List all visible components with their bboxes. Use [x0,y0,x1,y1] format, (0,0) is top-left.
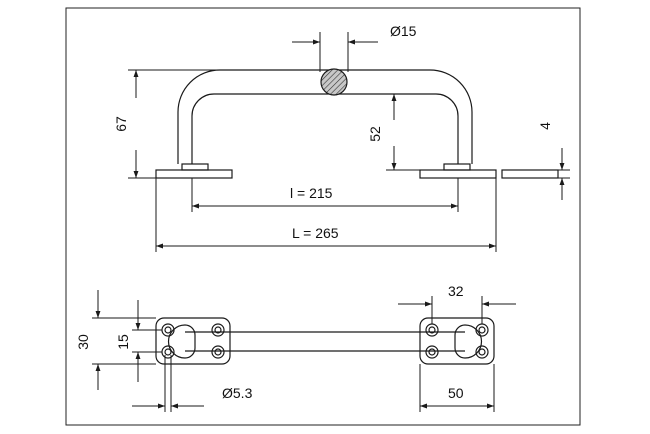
dim-total-height-label: 67 [113,116,129,132]
dim-total-length [155,178,497,252]
dim-plate-width [419,364,495,412]
right-post-base [443,163,471,171]
plate-thickness-detail [501,148,570,200]
right-top-plate [419,317,495,365]
handle-outer-outline [177,69,473,164]
dim-hole-spacing-vertical-label: 15 [115,334,131,350]
dim-hole-diameter-label: Ø5.3 [222,385,253,401]
right-mounting-plate [419,169,497,179]
dim-inner-height-label: 52 [367,126,383,142]
dim-total-height [128,69,220,179]
dim-inner-height [386,93,444,171]
dim-plate-width-label: 50 [448,385,464,401]
dim-total-length-label: L = 265 [292,225,339,241]
dim-inner-length-label: l = 215 [290,185,333,201]
dim-hole-diameter [132,355,204,412]
top-tube-body [185,331,465,352]
right-tube-boss [454,324,483,359]
dim-tube-diameter [292,32,378,72]
left-post-base [181,163,209,171]
dim-hole-spacing-vertical [132,300,162,382]
tube-cross-section [320,68,348,96]
drawing-frame [65,7,581,426]
left-top-plate [155,317,231,365]
dim-hole-spacing-horizontal-label: 32 [448,283,464,299]
dim-hole-spacing-horizontal [398,296,516,324]
dim-plate-height-label: 30 [75,334,91,350]
dim-plate-thickness-label: 4 [537,122,553,130]
dim-plate-height [92,290,156,390]
left-mounting-plate [155,169,233,179]
dim-inner-length [191,178,459,212]
handle-inner-outline [191,93,459,164]
dim-tube-diameter-label: Ø15 [390,23,417,39]
top-view [155,317,495,365]
left-tube-boss [167,324,196,359]
left-plate-holes [161,323,225,359]
